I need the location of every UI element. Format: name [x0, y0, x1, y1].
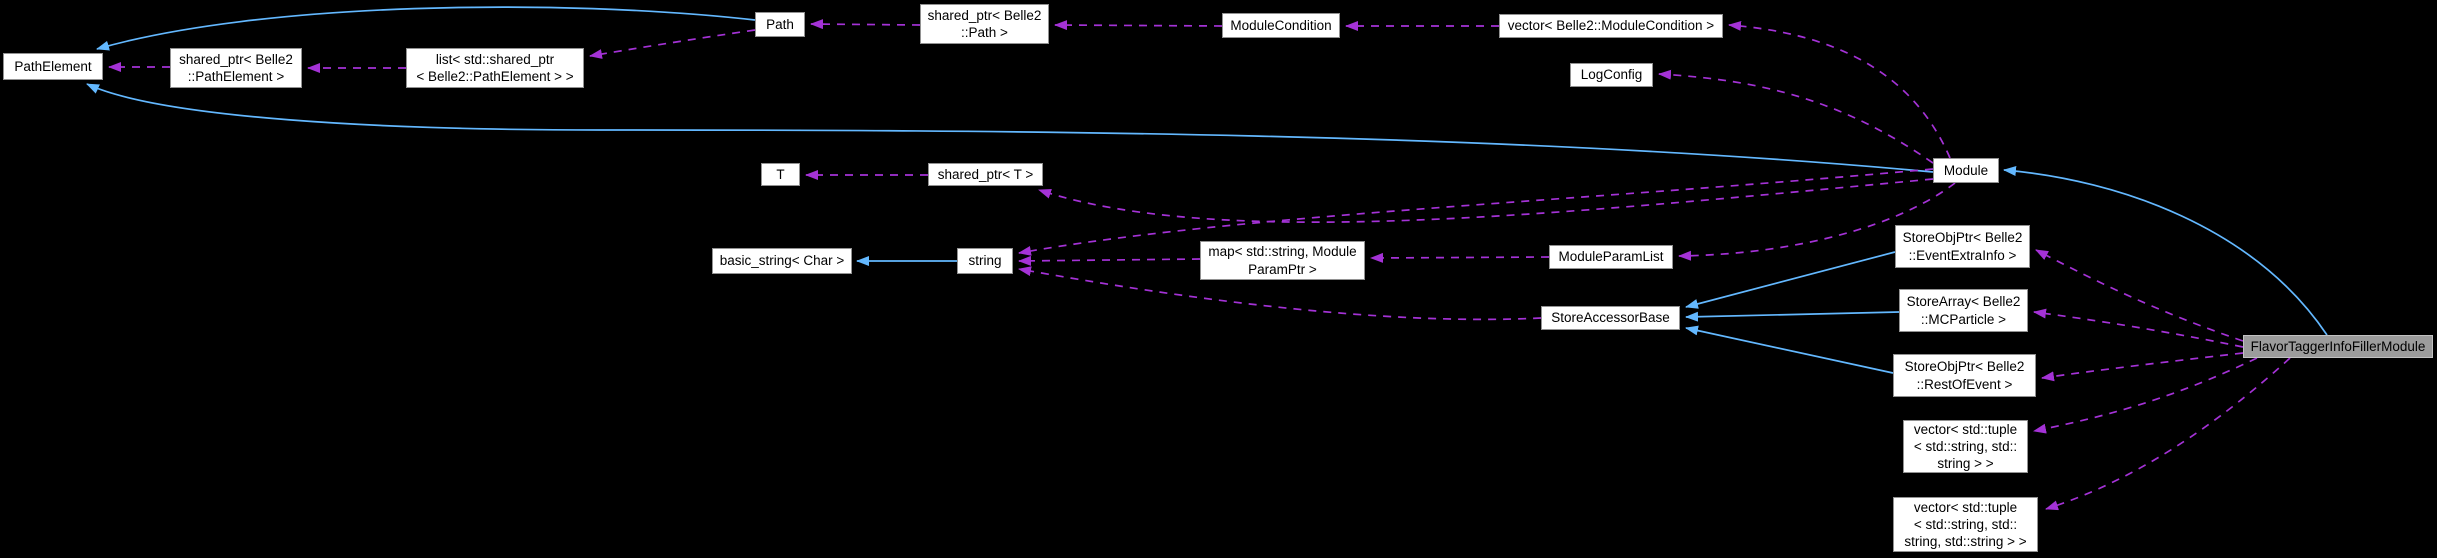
edge-path-to-pathelement	[96, 6, 756, 51]
edge-storeobjptr-restofevent-to-storeaccessorbase	[1685, 325, 1894, 374]
edge-module-to-vector-modulecondition	[1728, 20, 1951, 159]
node-vector-modulecondition[interactable]: vector< Belle2::ModuleCondition >	[1499, 14, 1723, 38]
edge-sptr-path-to-path	[810, 19, 921, 30]
node-list-sptr-pathelement[interactable]: list< std::shared_ptr < Belle2::PathElem…	[406, 48, 584, 88]
node-flavortaggerinfofillermodule[interactable]: FlavorTaggerInfoFillerModule	[2243, 335, 2433, 358]
edge-modulecondition-to-sptr-path	[1054, 20, 1223, 31]
edge-storeobjptr-eventextrainfo-to-storeaccessorbase	[1685, 251, 1896, 309]
edge-flavortaggerinfofillermodule-to-module	[2003, 166, 2328, 336]
node-module[interactable]: Module	[1933, 158, 1999, 183]
node-sptr-t[interactable]: shared_ptr< T >	[928, 163, 1043, 186]
edge-module-to-sptr-t	[1038, 178, 1934, 223]
edge-storeaccessorbase-to-string	[1018, 266, 1542, 321]
node-modulecondition[interactable]: ModuleCondition	[1222, 13, 1340, 38]
node-basic-string[interactable]: basic_string< Char >	[712, 248, 852, 274]
node-sptr-pathelement[interactable]: shared_ptr< Belle2 ::PathElement >	[170, 48, 302, 88]
node-pathelement[interactable]: PathElement	[3, 53, 103, 80]
node-storeaccessorbase[interactable]: StoreAccessorBase	[1541, 306, 1680, 330]
node-moduleparamlist[interactable]: ModuleParamList	[1549, 245, 1673, 269]
edge-flavortaggerinfofillermodule-to-storeobjptr-restofevent	[2041, 352, 2244, 382]
edge-storearray-mcparticle-to-storeaccessorbase	[1685, 311, 1900, 322]
edge-module-to-string	[1018, 168, 1934, 256]
node-storeobjptr-restofevent[interactable]: StoreObjPtr< Belle2 ::RestOfEvent >	[1893, 354, 2036, 397]
node-vector-tuple-3string[interactable]: vector< std::tuple < std::string, std:: …	[1893, 497, 2038, 552]
edge-map-moduleparamptr-to-string	[1018, 255, 1201, 266]
edge-flavortaggerinfofillermodule-to-storeobjptr-eventextrainfo	[2035, 249, 2244, 342]
node-sptr-path[interactable]: shared_ptr< Belle2 ::Path >	[920, 4, 1049, 44]
node-t[interactable]: T	[761, 163, 800, 186]
edge-flavortaggerinfofillermodule-to-storearray-mcparticle	[2033, 308, 2244, 348]
node-storeobjptr-eventextrainfo[interactable]: StoreObjPtr< Belle2 ::EventExtraInfo >	[1895, 225, 2030, 268]
node-storearray-mcparticle[interactable]: StoreArray< Belle2 ::MCParticle >	[1899, 289, 2028, 332]
edge-path-to-list-sptr-pathelement	[589, 29, 756, 59]
edge-module-to-logconfig	[1658, 69, 1934, 164]
edge-flavortaggerinfofillermodule-to-vector-tuple-2string	[2033, 357, 2258, 434]
node-map-moduleparamptr[interactable]: map< std::string, Module ParamPtr >	[1200, 241, 1365, 280]
node-logconfig[interactable]: LogConfig	[1570, 63, 1653, 87]
node-vector-tuple-2string[interactable]: vector< std::tuple < std::string, std:: …	[1903, 420, 2028, 473]
edge-flavortaggerinfofillermodule-to-vector-tuple-3string	[2045, 357, 2291, 511]
edge-moduleparamlist-to-map-moduleparamptr	[1370, 252, 1550, 263]
node-string[interactable]: string	[957, 248, 1013, 274]
edge-module-to-moduleparamlist	[1678, 182, 1956, 261]
edge-module-to-pathelement	[86, 83, 1934, 173]
node-path[interactable]: Path	[755, 12, 805, 37]
